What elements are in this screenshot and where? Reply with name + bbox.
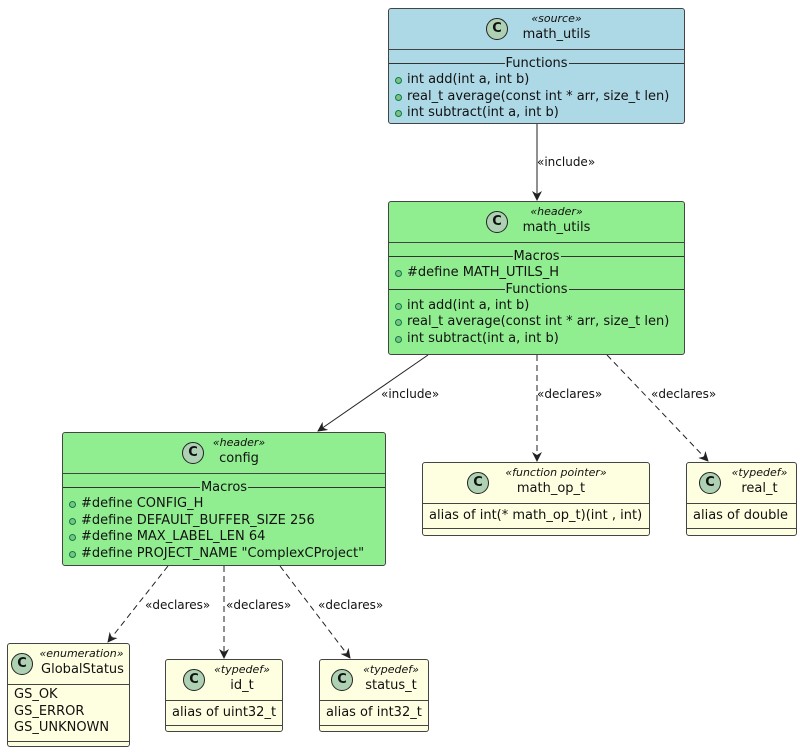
section-label: Functions xyxy=(504,56,569,72)
edge-label-declares: «declares» xyxy=(145,598,211,612)
function-row: int add(int a, int b) xyxy=(389,72,684,89)
public-member-icon xyxy=(395,302,402,310)
public-member-icon xyxy=(395,335,402,343)
node-title: math_op_t xyxy=(516,481,586,496)
class-icon: C xyxy=(182,442,204,464)
macro-row: #define MAX_LABEL_LEN 64 xyxy=(63,529,385,546)
public-member-icon xyxy=(69,517,76,525)
class-icon: C xyxy=(486,18,508,40)
node-title: math_utils xyxy=(522,27,591,42)
edge-label-declares: «declares» xyxy=(537,387,603,401)
edge-header-declares-real-t xyxy=(606,354,709,462)
node-title: real_t xyxy=(741,481,778,496)
class-icon: C xyxy=(699,472,721,494)
macro-row: #define MATH_UTILS_H xyxy=(389,265,684,282)
node-id-t[interactable]: C «typedef» id_t alias of uint32_t xyxy=(165,659,283,732)
node-stereotype: «typedef» xyxy=(363,663,419,676)
node-config-header[interactable]: C «header» config Macros #define CONFIG_… xyxy=(62,432,386,566)
section-macros: Macros xyxy=(389,249,684,265)
enum-value: GS_OK xyxy=(14,687,58,702)
edge-config-declares-status-t xyxy=(279,565,351,659)
type-alias: alias of double xyxy=(693,508,789,523)
public-member-icon xyxy=(395,77,402,84)
section-functions: Functions xyxy=(389,281,684,298)
public-member-icon xyxy=(395,319,402,326)
function-row: int subtract(int a, int b) xyxy=(389,331,684,348)
node-title: id_t xyxy=(230,678,254,693)
enum-value: GS_ERROR xyxy=(14,703,85,719)
node-stereotype: «source» xyxy=(531,12,582,25)
node-globalstatus[interactable]: C «enumeration» GlobalStatus GS_OK GS_ER… xyxy=(7,643,130,747)
public-member-icon xyxy=(395,110,402,117)
macro-row: #define CONFIG_H xyxy=(63,496,385,513)
node-math-utils-header[interactable]: C «header» math_utils Macros #define MAT… xyxy=(388,201,685,355)
public-member-icon xyxy=(69,534,76,541)
node-title: GlobalStatus xyxy=(41,662,124,677)
type-alias: alias of int(* math_op_t)(int , int) xyxy=(429,508,643,523)
function-row: int add(int a, int b) xyxy=(389,298,684,315)
section-label: Macros xyxy=(512,249,561,265)
class-icon: C xyxy=(11,653,33,675)
class-icon: C xyxy=(183,669,205,691)
node-stereotype: «typedef» xyxy=(214,663,270,676)
section-label: Macros xyxy=(199,480,249,496)
node-title: status_t xyxy=(365,678,417,693)
section-label: Functions xyxy=(504,281,569,298)
public-member-icon xyxy=(69,501,76,508)
function-row: real_t average(const int * arr, size_t l… xyxy=(389,89,684,106)
type-alias: alias of uint32_t xyxy=(172,705,277,720)
node-title: math_utils xyxy=(522,220,591,235)
function-row: real_t average(const int * arr, size_t l… xyxy=(389,314,684,331)
type-alias: alias of int32_t xyxy=(326,705,422,720)
edge-label-include: «include» xyxy=(381,387,440,401)
enum-value: GS_UNKNOWN xyxy=(14,720,110,735)
macro-row: #define DEFAULT_BUFFER_SIZE 256 xyxy=(63,513,385,530)
class-icon: C xyxy=(331,669,353,691)
edge-label-include: «include» xyxy=(537,155,596,169)
section-functions: Functions xyxy=(389,56,684,72)
edge-config-declares-globalstatus xyxy=(107,565,169,643)
public-member-icon xyxy=(395,93,402,101)
section-macros: Macros xyxy=(63,480,385,496)
node-stereotype: «header» xyxy=(212,436,266,449)
edge-label-declares: «declares» xyxy=(318,598,384,612)
node-math-utils-source[interactable]: C «source» math_utils Functions int add(… xyxy=(388,8,685,124)
enum-values: GS_OK GS_ERROR GS_UNKNOWN xyxy=(8,685,129,741)
node-stereotype: «header» xyxy=(530,205,583,218)
node-real-t[interactable]: C «typedef» real_t alias of double xyxy=(686,462,797,536)
node-stereotype: «function pointer» xyxy=(505,466,607,479)
public-member-icon xyxy=(395,270,402,277)
class-icon: C xyxy=(467,472,489,494)
node-status-t[interactable]: C «typedef» status_t alias of int32_t xyxy=(319,659,429,732)
node-stereotype: «enumeration» xyxy=(39,647,124,660)
node-stereotype: «typedef» xyxy=(731,466,788,479)
class-icon: C xyxy=(486,211,508,233)
node-title: config xyxy=(219,451,259,466)
macro-row: #define PROJECT_NAME "ComplexCProject" xyxy=(63,546,385,563)
public-member-icon xyxy=(69,550,76,558)
function-row: int subtract(int a, int b) xyxy=(389,105,684,122)
edge-header-include-config xyxy=(317,354,429,432)
node-math-op-t[interactable]: C «function pointer» math_op_t alias of … xyxy=(422,462,650,536)
edge-label-declares: «declares» xyxy=(226,598,292,612)
edge-label-declares: «declares» xyxy=(651,387,717,401)
